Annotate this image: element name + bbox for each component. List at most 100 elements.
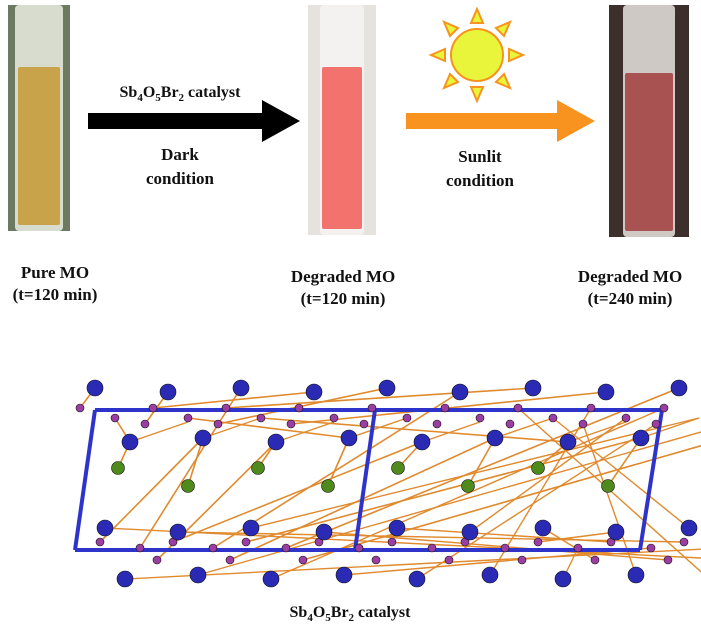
antimony-atom (632, 429, 650, 447)
oxygen-atom (663, 555, 673, 565)
oxygen-atom (427, 543, 437, 553)
unit-cell-edge (638, 409, 664, 551)
oxygen-atom (651, 419, 661, 429)
sunlit-arrow (406, 100, 595, 142)
oxygen-atom (281, 543, 291, 553)
oxygen-atom (505, 419, 515, 429)
stage-label-degraded-120: Degraded MO(t=120 min) (290, 267, 396, 308)
antimony-atom (232, 379, 250, 397)
oxygen-atom (621, 413, 631, 423)
bond (416, 423, 657, 580)
antimony-atom (86, 379, 104, 397)
bond (467, 437, 496, 487)
tube-degraded-240 (609, 5, 689, 237)
oxygen-atom (513, 403, 523, 413)
antimony-atom (194, 429, 212, 447)
bond (225, 387, 534, 409)
oxygen-atom (548, 413, 558, 423)
bond (285, 387, 680, 549)
bond (99, 437, 204, 543)
tube-pure-mo (8, 5, 70, 231)
oxygen-atom (590, 555, 600, 565)
antimony-atom (627, 566, 645, 584)
bond (129, 421, 189, 443)
oxygen-atom (75, 403, 85, 413)
stage-label-pure-mo: Pure MO(t=120 min) (12, 263, 98, 304)
dark-arrow (88, 100, 300, 142)
antimony-atom (451, 383, 469, 401)
bromine-atom (111, 461, 125, 475)
antimony-atom (486, 429, 504, 447)
antimony-atom (534, 519, 552, 537)
bond (187, 437, 204, 487)
bromine-atom (531, 461, 545, 475)
bond (202, 417, 262, 439)
oxygen-atom (294, 403, 304, 413)
antimony-atom (121, 433, 139, 451)
bond (327, 437, 350, 487)
bond (124, 548, 701, 580)
antimony-atom (607, 523, 625, 541)
oxygen-atom (329, 413, 339, 423)
oxygen-atom (659, 403, 669, 413)
bond (607, 437, 642, 487)
oxygen-atom (359, 419, 369, 429)
antimony-atom (96, 519, 114, 537)
antimony-atom (242, 519, 260, 537)
antimony-atom (159, 383, 177, 401)
bond (421, 421, 481, 443)
bond (172, 441, 423, 543)
dark-condition-line2: condition (145, 169, 215, 188)
bond (517, 407, 701, 573)
antimony-atom (116, 570, 134, 588)
antimony-atom (388, 519, 406, 537)
antimony-atom (670, 379, 688, 397)
antimony-atom (267, 433, 285, 451)
oxygen-atom (475, 413, 485, 423)
bromine-atom (391, 461, 405, 475)
bond (152, 391, 315, 409)
oxygen-atom (533, 537, 543, 547)
tube-liquid (18, 67, 60, 225)
bond (396, 527, 612, 543)
antimony-atom (597, 383, 615, 401)
bond (542, 527, 596, 561)
bond (177, 531, 685, 543)
bond (275, 421, 335, 443)
sunlit-condition-line1: Sunlit (458, 147, 502, 166)
bond (552, 417, 690, 529)
oxygen-atom (208, 543, 218, 553)
bromine-atom (461, 479, 475, 493)
antimony-atom (378, 379, 396, 397)
unit-cell-edge (353, 409, 377, 551)
oxygen-atom (95, 537, 105, 547)
bromine-atom (321, 479, 335, 493)
antimony-atom (169, 523, 187, 541)
oxygen-atom (183, 413, 193, 423)
oxygen-atom (679, 537, 689, 547)
oxygen-atom (371, 555, 381, 565)
bond (139, 387, 242, 549)
antimony-atom (189, 566, 207, 584)
tube-degraded-120 (308, 5, 376, 235)
oxygen-atom (500, 543, 510, 553)
bromine-atom (601, 479, 615, 493)
oxygen-atom (646, 543, 656, 553)
antimony-atom (315, 523, 333, 541)
tube-liquid (322, 67, 362, 229)
antimony-atom (340, 429, 358, 447)
oxygen-atom (432, 419, 442, 429)
antimony-atom (524, 379, 542, 397)
bond (348, 417, 408, 439)
bond (469, 417, 627, 533)
oxygen-atom (213, 419, 223, 429)
antimony-atom (554, 570, 572, 588)
oxygen-atom (440, 403, 450, 413)
antimony-atom (413, 433, 431, 451)
oxygen-atom (578, 419, 588, 429)
oxygen-atom (298, 555, 308, 565)
oxygen-atom (241, 537, 251, 547)
oxygen-atom (402, 413, 412, 423)
catalyst-label: Sb4O5Br2 catalyst (119, 84, 241, 105)
